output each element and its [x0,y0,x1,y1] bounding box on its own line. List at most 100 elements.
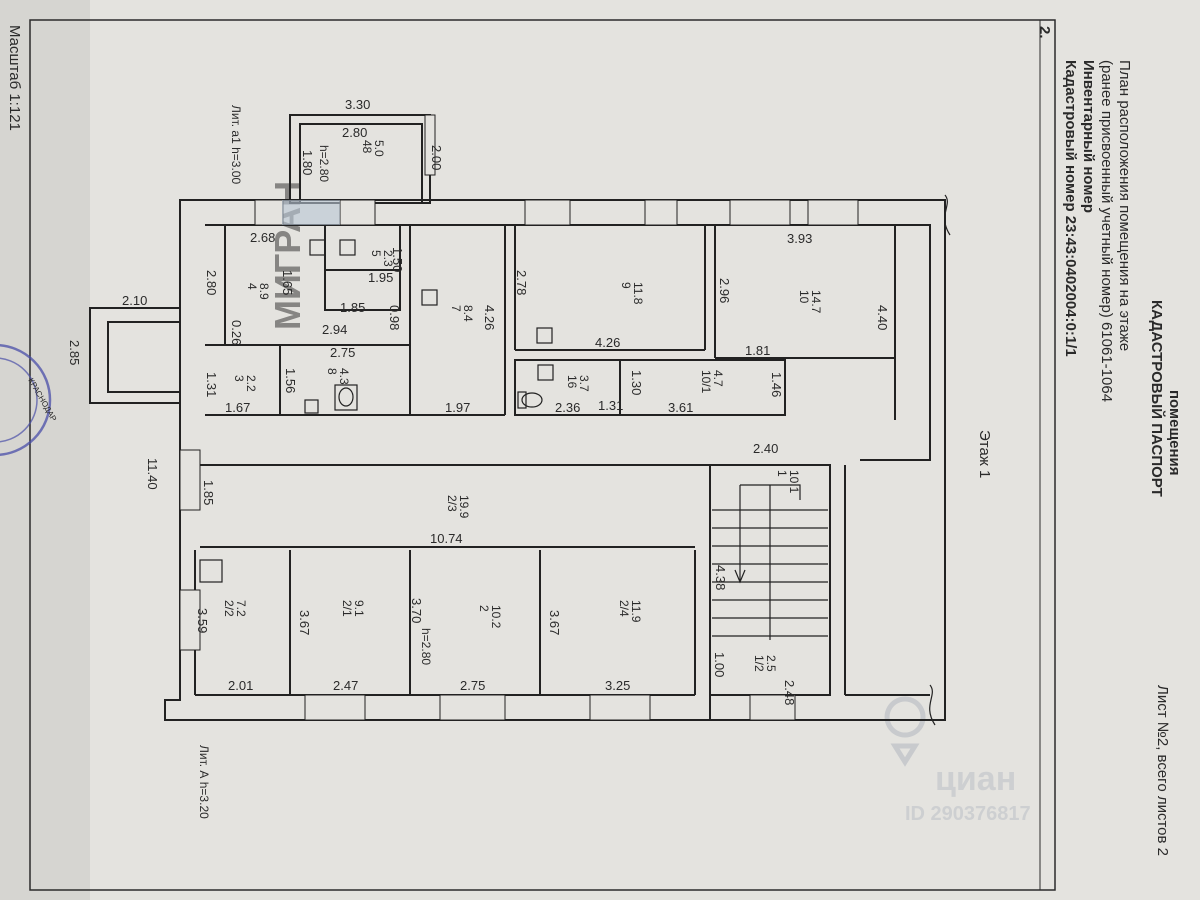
dim: 2.94 [322,322,347,337]
paper-shade [0,0,90,900]
page-number: 2. [1036,26,1053,39]
location-pin-icon [884,696,926,767]
room-labels: 48 5.0 4 8.9 5 2.3 7 8.4 9 11.8 10 14.7 … [222,140,823,672]
room-area: 2.2 [244,375,258,392]
room-label: 16 [565,375,579,389]
dim: 1.00 [712,652,727,677]
room-area: 10.1 [787,470,801,494]
inventory-number: Инвентарный номер [1080,60,1097,213]
watermark-brand: циан [935,760,1016,798]
dim: 1.30 [629,370,644,395]
room-label: 3 [232,375,246,382]
room-area: 2.3 [381,250,395,267]
cadastral-number: Кадастровый номер 23:43:0402004:0:1/1 [1062,60,1079,357]
dim: 1.56 [283,368,298,393]
dim: 2.36 [555,400,580,415]
room-area: 8.4 [461,305,475,322]
prior-number: (ранее присвоенный учетный номер) 61061-… [1098,60,1115,402]
room-label: 10/1 [699,370,713,394]
dim: 11.40 [145,458,160,490]
windows [179,114,859,721]
dim: 1.31 [204,372,219,397]
litera-lower: Лит. А h=3.20 [197,745,211,819]
dim: 10.74 [430,531,463,546]
break-marks [929,194,951,726]
dim: 4.38 [713,565,728,590]
dim: 2.48 [782,680,797,705]
dim: 1.95 [368,270,393,285]
room-label: 48 [360,140,374,154]
room-area: 10.2 [489,605,503,629]
dim: 0.26 [229,320,244,345]
room-label: 8 [325,368,339,375]
room-area: 4.3 [337,368,351,385]
room-area: 5.0 [372,140,386,157]
sheet-frame [29,19,1056,891]
dim: 1.67 [225,400,250,415]
scale-label: Масштаб 1:121 [6,25,23,131]
dim: 0.98 [387,305,402,330]
room-label: 2/4 [617,600,631,617]
room-label: 2/2 [222,600,236,617]
dim: 2.10 [122,293,147,308]
dim: 2.40 [753,441,778,456]
dim: 2.00 [429,145,444,170]
room-label: 1 [775,470,789,477]
dim: 3.67 [547,610,562,635]
height-room-2: h=2.80 [419,628,433,665]
stair-treads [712,484,828,640]
watermark-id: ID 290376817 [905,803,1031,825]
dim: 2.96 [717,278,732,303]
room-area: 19.9 [457,495,471,519]
room-label: 4 [245,283,259,290]
dim: 1.31 [598,398,623,413]
room-label: 1/2 [752,655,766,672]
room-label: 10 [797,290,811,304]
title-fragment: КАДАСТРОВЫЙ ПАСПОРТ [1148,300,1166,497]
dim: 3.59 [195,608,210,633]
dim: 1.50 [390,247,405,272]
room-area: 4.7 [711,370,725,387]
dim: 1.85 [201,480,216,505]
dim: 2.47 [333,678,358,693]
dim: 1.85 [340,300,365,315]
dim: 2.80 [342,125,367,140]
room-area: 8.9 [257,283,271,300]
room-area: 11.8 [631,282,645,305]
room-area: 11.9 [629,600,643,623]
dim: 4.40 [875,305,890,330]
room-area: 3.7 [577,375,591,392]
dim: 2.80 [204,270,219,295]
dim: 1.81 [745,343,770,358]
dim: 2.68 [250,230,275,245]
room-area: 14.7 [809,290,823,314]
room-label: 2/1 [340,600,354,617]
room-label: 5 [369,250,383,257]
sheet-label: Лист №2, всего листов 2 [1154,685,1171,856]
room-label: 9 [619,282,633,289]
dim: 2.78 [514,270,529,295]
dim: 3.70 [409,598,424,623]
dim: 1.46 [769,372,784,397]
height-annex: h=2.80 [317,145,331,182]
title-fragment-2: помещения [1166,390,1183,476]
dim: 3.30 [345,97,370,112]
dim: 3.61 [668,400,693,415]
dim: 1.65 [280,270,295,295]
dim: 3.25 [605,678,630,693]
room-area: 9.1 [352,600,366,617]
dim: 1.80 [300,150,315,175]
dim: 2.75 [460,678,485,693]
dim: 2.85 [67,340,82,365]
header-block: 2. Кадастровый номер 23:43:0402004:0:1/1… [976,26,1183,856]
litera-labels: Лит. а1 h=3.00 Лит. А h=3.20 h=2.80 h=2.… [197,105,433,819]
dim: 1.97 [445,400,470,415]
dim: 4.26 [482,305,497,330]
dim: 2.75 [330,345,355,360]
fixtures [199,239,554,583]
dim: 3.67 [297,610,312,635]
room-label: 7 [449,305,463,312]
dim: 4.26 [595,335,620,350]
dim: 2.01 [228,678,253,693]
